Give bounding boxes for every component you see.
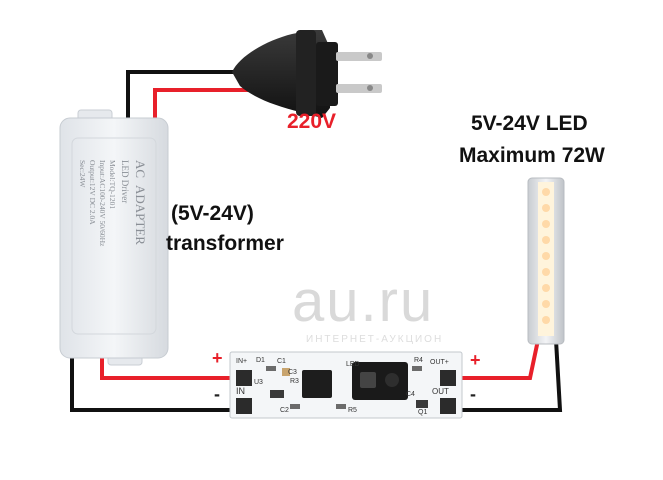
- svg-text:Output:12V DC 2.0A: Output:12V DC 2.0A: [88, 160, 97, 225]
- adapter-wire-negative: [70, 358, 232, 412]
- svg-text:LED Driver: LED Driver: [120, 160, 130, 203]
- power-adapter: AC ADAPTER LED Driver Model:TQ-1201 Inpu…: [59, 109, 169, 366]
- svg-text:R3: R3: [290, 378, 299, 385]
- svg-text:D1: D1: [256, 357, 265, 364]
- svg-text:C4: C4: [406, 391, 415, 398]
- svg-text:R5: R5: [348, 407, 357, 414]
- svg-text:U3: U3: [254, 379, 263, 386]
- plug-prongs: [336, 52, 382, 93]
- svg-text:AC: AC: [133, 160, 148, 178]
- sensor-board: [229, 351, 463, 419]
- input-minus-sign: -: [214, 384, 220, 404]
- svg-text:C1: C1: [277, 358, 286, 365]
- svg-text:OUT+: OUT+: [430, 359, 449, 366]
- mains-voltage-label: 220V: [287, 110, 337, 133]
- led-voltage-label: 5V-24V LED: [471, 112, 588, 135]
- svg-text:Sec:24W: Sec:24W: [78, 160, 87, 188]
- led-strip-bar: [527, 177, 565, 345]
- svg-text:OUT: OUT: [432, 387, 449, 396]
- output-minus-sign: -: [470, 384, 476, 404]
- svg-text:Input:AC100-240V 50/60Hz: Input:AC100-240V 50/60Hz: [98, 160, 107, 247]
- watermark-subtitle: ИНТЕРНЕТ-АУКЦИОН: [306, 334, 444, 345]
- led-wire-positive: [460, 339, 540, 380]
- output-plus-sign: +: [470, 350, 481, 370]
- svg-text:ADAPTER: ADAPTER: [133, 185, 148, 245]
- svg-text:IN+: IN+: [236, 358, 247, 365]
- svg-text:Q1: Q1: [418, 409, 427, 416]
- watermark: au.ru: [292, 269, 435, 334]
- mains-wire-red: [153, 88, 255, 130]
- led-wire-negative: [460, 339, 563, 412]
- svg-text:LED: LED: [346, 361, 360, 368]
- led-power-label: Maximum 72W: [459, 144, 605, 167]
- adapter-printed-text: AC ADAPTER LED Driver Model:TQ-1201 Inpu…: [78, 160, 148, 247]
- svg-text:IN: IN: [236, 386, 245, 396]
- svg-text:R4: R4: [414, 357, 423, 364]
- transformer-voltage-label: (5V-24V): [171, 202, 254, 225]
- adapter-wire-positive: [100, 358, 232, 380]
- svg-text:C3: C3: [288, 369, 297, 376]
- svg-text:C2: C2: [280, 407, 289, 414]
- svg-text:Model:TQ-1201: Model:TQ-1201: [108, 160, 117, 209]
- input-plus-sign: +: [212, 348, 223, 368]
- transformer-label: transformer: [166, 232, 284, 255]
- mains-wire-black: [126, 70, 240, 120]
- board-silkscreen: IN+ IN D1 C1 C3 U3 C2 R3 LED R4 R5 Q1 C4…: [236, 357, 449, 416]
- power-plug: [232, 30, 382, 118]
